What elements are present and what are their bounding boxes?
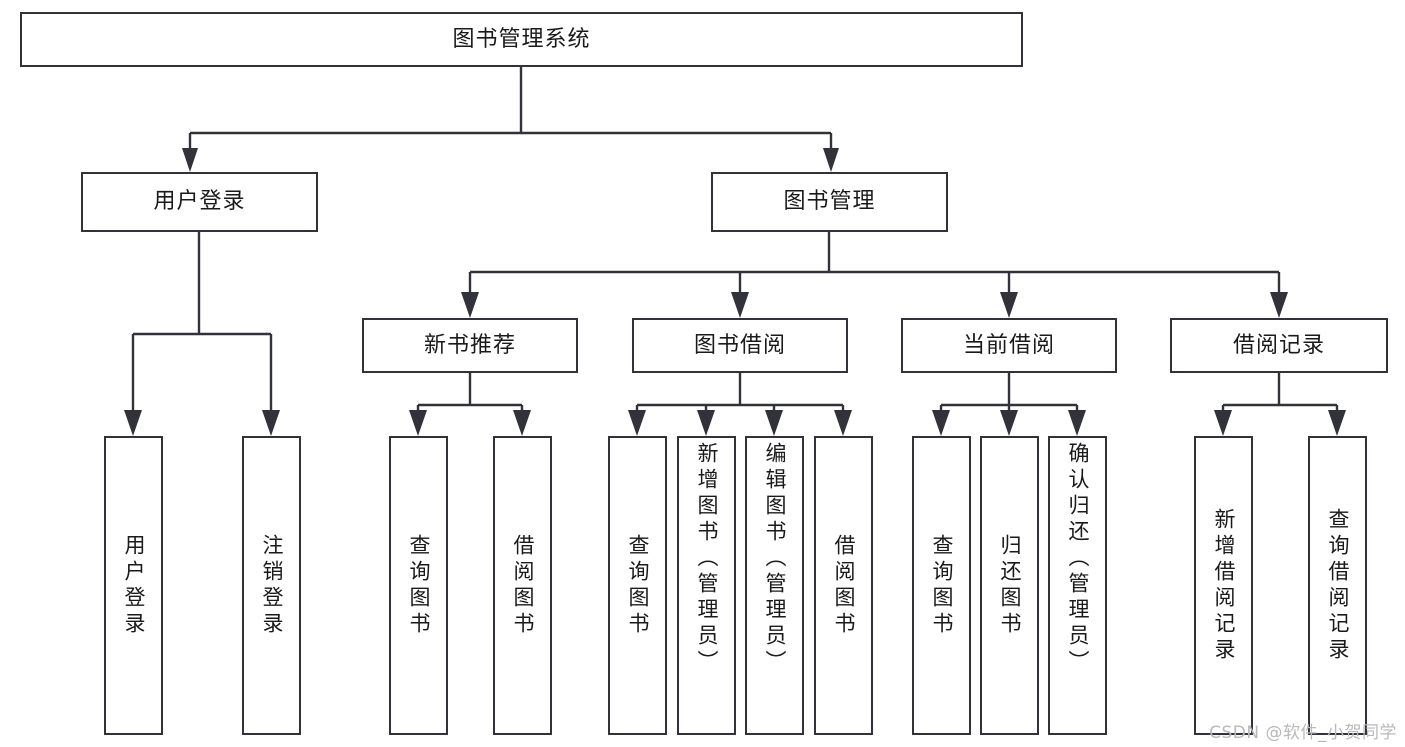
leaf-confirm-return[interactable]: 确认归还（管理员）: [1048, 436, 1107, 735]
node-book-management[interactable]: 图书管理: [711, 172, 948, 232]
leaf-query-book-2[interactable]: 查询图书: [608, 436, 667, 735]
leaf-user-login[interactable]: 用户登录: [104, 436, 163, 735]
leaf-borrow-book-2[interactable]: 借阅图书: [814, 436, 873, 735]
node-borrow-record[interactable]: 借阅记录: [1170, 318, 1388, 373]
node-root[interactable]: 图书管理系统: [20, 12, 1023, 67]
leaf-borrow-book-2-label: 借阅图书: [832, 533, 857, 638]
leaf-edit-book-label: 编辑图书（管理员）: [763, 442, 788, 676]
node-user-login[interactable]: 用户登录: [81, 172, 318, 232]
leaf-add-record[interactable]: 新增借阅记录: [1194, 436, 1253, 735]
leaf-query-book-3-label: 查询图书: [930, 533, 955, 638]
leaf-query-book-1-label: 查询图书: [407, 533, 432, 638]
leaf-query-book-2-label: 查询图书: [626, 533, 651, 638]
node-book-borrow[interactable]: 图书借阅: [632, 318, 848, 373]
node-new-book-recommend-label: 新书推荐: [423, 332, 516, 358]
leaf-add-book-label: 新增图书（管理员）: [695, 442, 720, 676]
node-current-borrow-label: 当前借阅: [962, 332, 1055, 358]
node-new-book-recommend[interactable]: 新书推荐: [362, 318, 578, 373]
leaf-user-login-label: 用户登录: [122, 533, 147, 638]
leaf-borrow-book-1[interactable]: 借阅图书: [493, 436, 552, 735]
leaf-query-book-3[interactable]: 查询图书: [912, 436, 971, 735]
leaf-borrow-book-1-label: 借阅图书: [511, 533, 536, 638]
node-root-label: 图书管理系统: [452, 26, 591, 52]
leaf-query-book-1[interactable]: 查询图书: [389, 436, 448, 735]
leaf-user-logout-label: 注销登录: [260, 533, 285, 638]
leaf-confirm-return-label: 确认归还（管理员）: [1066, 442, 1091, 676]
leaf-add-book[interactable]: 新增图书（管理员）: [677, 436, 736, 735]
node-current-borrow[interactable]: 当前借阅: [901, 318, 1117, 373]
node-user-login-label: 用户登录: [153, 189, 246, 215]
leaf-return-book[interactable]: 归还图书: [980, 436, 1039, 735]
leaf-query-record[interactable]: 查询借阅记录: [1308, 436, 1367, 735]
node-book-management-label: 图书管理: [783, 189, 876, 215]
leaf-user-logout[interactable]: 注销登录: [242, 436, 301, 735]
node-book-borrow-label: 图书借阅: [693, 332, 786, 358]
node-borrow-record-label: 借阅记录: [1232, 332, 1325, 358]
leaf-return-book-label: 归还图书: [998, 533, 1023, 638]
leaf-query-record-label: 查询借阅记录: [1326, 507, 1351, 664]
leaf-edit-book[interactable]: 编辑图书（管理员）: [745, 436, 804, 735]
watermark: CSDN @软件_小贺同学: [1209, 723, 1397, 743]
leaf-add-record-label: 新增借阅记录: [1212, 507, 1237, 664]
